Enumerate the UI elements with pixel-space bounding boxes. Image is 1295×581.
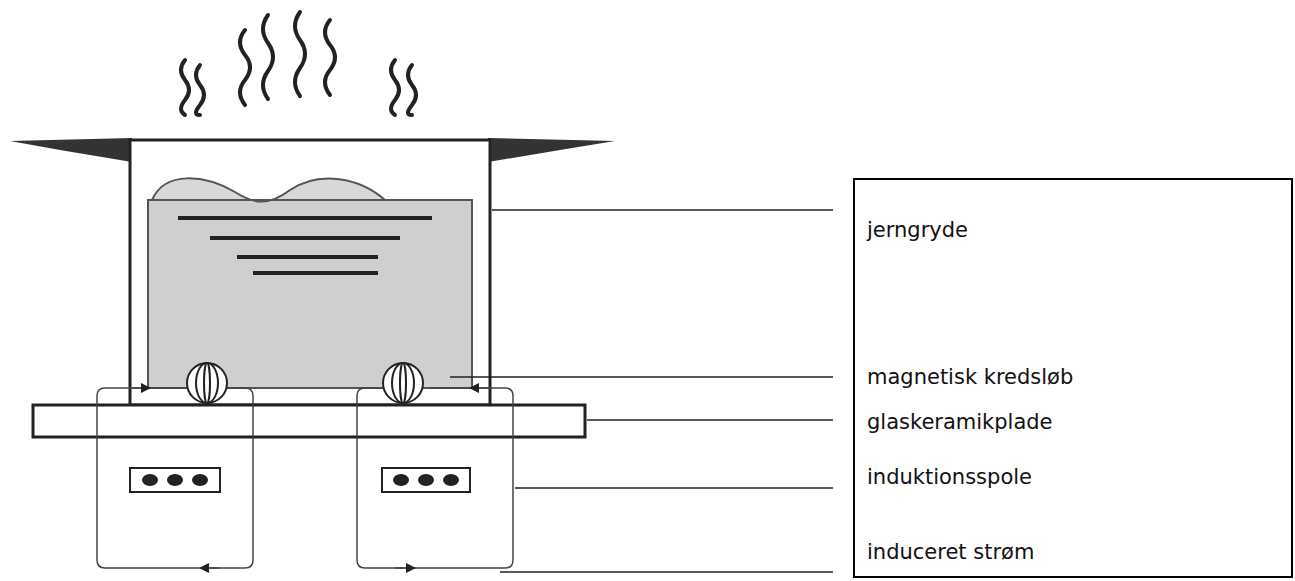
magnetic-circuit xyxy=(97,388,513,568)
coil-loops xyxy=(187,363,423,403)
liquid-surface xyxy=(152,178,385,201)
part-label: glaskeramikplade xyxy=(867,410,1053,435)
part-label: induktionsspole xyxy=(867,465,1032,490)
heat-lines xyxy=(178,218,432,273)
leader-lines xyxy=(450,210,833,572)
steam xyxy=(181,12,416,115)
part-label: magnetisk kredsløb xyxy=(867,365,1073,390)
induction-coil xyxy=(130,468,470,492)
iron-pot xyxy=(130,140,490,405)
part-label: jerngryde xyxy=(867,218,968,243)
glass-ceramic-plate xyxy=(33,405,585,437)
part-label: induceret strøm xyxy=(867,540,1034,565)
liquid xyxy=(148,200,472,388)
label-box: jerngryde magnetisk kredsløb glaskeramikpl… xyxy=(853,178,1293,578)
